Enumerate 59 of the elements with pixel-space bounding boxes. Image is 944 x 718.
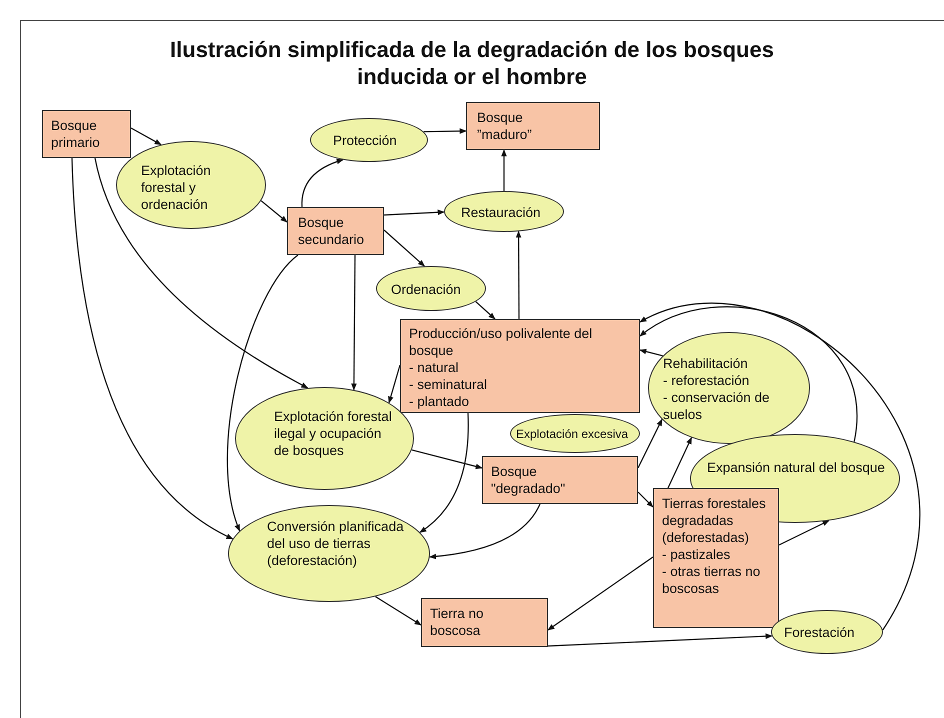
node-text: Expansión natural del bosque xyxy=(707,459,885,476)
arrow xyxy=(419,412,469,533)
node-text: Explotación excesiva xyxy=(516,426,628,443)
process-box xyxy=(42,110,131,158)
node-text: - plantado xyxy=(409,393,470,410)
node-text: - conservación de suelos xyxy=(663,389,771,423)
process-box xyxy=(421,598,548,647)
arrow xyxy=(778,520,830,546)
arrow xyxy=(639,302,920,630)
diagram-title: Ilustración simplificada de la degradación de los bosques inducida or el hombre xyxy=(169,36,775,90)
node-text: - otras tierras no boscosas xyxy=(662,563,762,597)
arrow xyxy=(639,306,858,442)
node-text: Bosque "degradado" xyxy=(491,463,566,497)
arrow xyxy=(226,254,298,532)
node-text: Explotación forestal y ordenación xyxy=(141,162,212,213)
node-text: Tierra no boscosa xyxy=(430,605,485,639)
node-text: Producción/uso polivalente del bosque xyxy=(409,325,594,359)
process-box xyxy=(287,207,384,255)
arrow xyxy=(637,418,662,468)
arrow xyxy=(501,149,507,191)
arrow xyxy=(548,633,773,647)
arrow xyxy=(639,348,663,356)
arrow xyxy=(351,255,357,391)
process-box xyxy=(653,488,779,628)
arrow xyxy=(94,158,308,388)
process-box xyxy=(482,456,638,504)
arrow xyxy=(638,492,654,508)
node-text: Explotación forestal ilegal y ocupación de bosques xyxy=(274,408,393,459)
arrow xyxy=(429,504,541,560)
node-text: Rehabilitación xyxy=(663,355,749,372)
node-text: Forestación xyxy=(784,624,855,641)
process-box xyxy=(400,319,640,413)
arrow xyxy=(301,159,344,207)
node-text: - natural xyxy=(409,359,460,376)
arrow xyxy=(375,596,422,626)
node-text: Conversión planificada del uso de tierras (deforestación) xyxy=(267,518,405,569)
node-text: Ordenación xyxy=(391,281,461,298)
arrow xyxy=(516,230,522,319)
arrow xyxy=(388,364,401,404)
arrow xyxy=(384,230,425,267)
arrow xyxy=(424,128,467,134)
arrow xyxy=(71,158,234,540)
node-text: Bosque secundario xyxy=(298,214,366,248)
arrow xyxy=(547,556,654,630)
node-text: Protección xyxy=(333,132,397,149)
node-text: Bosque primario xyxy=(51,117,101,151)
node-text: Bosque ”maduro” xyxy=(477,109,533,143)
process-box xyxy=(466,102,600,150)
node-text: - pastizales xyxy=(662,546,732,563)
node-text: Restauración xyxy=(461,204,541,221)
node-text: - reforestación xyxy=(663,372,750,389)
arrow xyxy=(130,127,162,146)
arrow xyxy=(667,437,692,488)
node-text: Tierras forestales degradadas (deforestadas) xyxy=(662,495,767,546)
arrow xyxy=(260,200,288,222)
arrow xyxy=(412,449,483,470)
arrow xyxy=(384,210,445,216)
node-text: - seminatural xyxy=(409,376,488,393)
arrow xyxy=(475,301,496,320)
